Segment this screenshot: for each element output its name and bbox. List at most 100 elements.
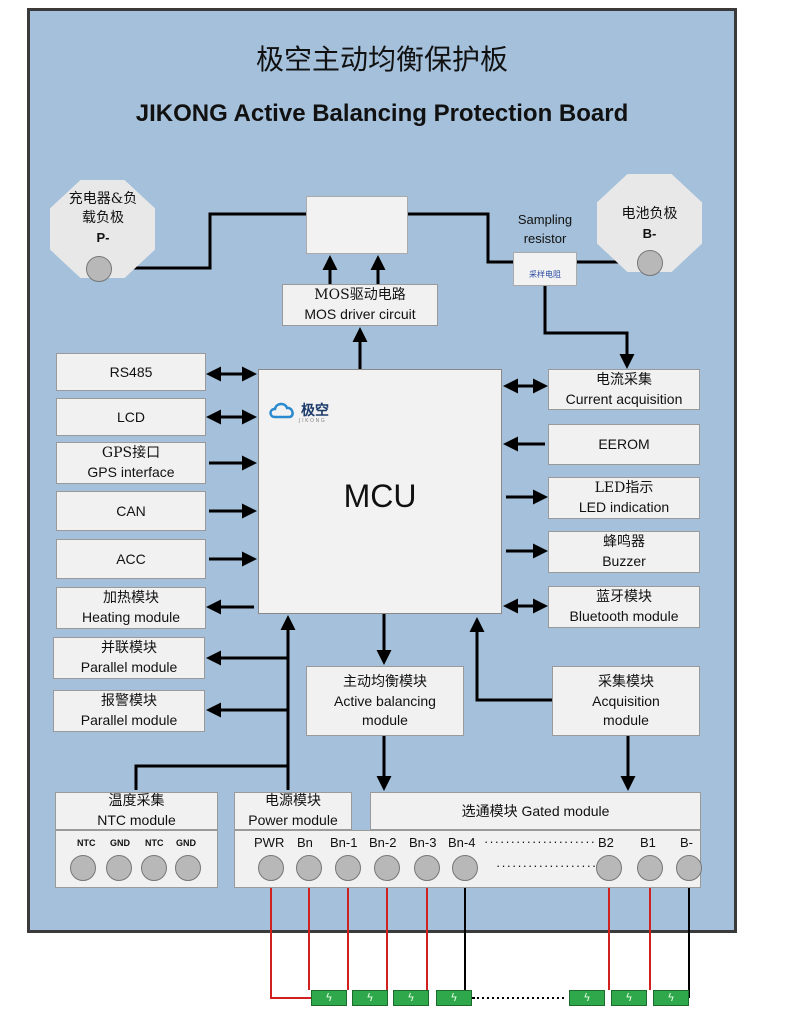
ntc-module: 温度采集 NTC module <box>55 792 218 830</box>
current-label-en: Current acquisition <box>565 390 683 407</box>
battery-cell-icon: ϟ <box>611 990 647 1006</box>
can-module: CAN <box>56 491 206 531</box>
mos-switch <box>306 196 408 254</box>
heating-label-en: Heating module <box>81 609 181 625</box>
battery-label-cn: 电池负极 <box>621 206 678 222</box>
mos-driver-cn: MOS驱动电路 <box>314 287 406 303</box>
can-label: CAN <box>116 502 146 519</box>
current-label-cn: 电流采集 <box>596 371 652 388</box>
heating-label-cn: 加热模块 <box>103 590 159 606</box>
power-label-cn: 电源模块 <box>265 793 321 809</box>
buzzer-label-en: Buzzer <box>602 553 646 569</box>
pin-b1-icon <box>637 855 663 881</box>
pin-bn-3-label: Bn-3 <box>409 835 437 850</box>
pin-bn-1-icon <box>335 855 361 881</box>
pin-bn-4-label: Bn-4 <box>448 835 476 850</box>
mcu: 极空 J I K O N G MCU <box>258 369 502 614</box>
parallel-module: 并联模块 Parallel module <box>53 637 205 679</box>
current-acquisition-module: 电流采集 Current acquisition <box>548 369 700 410</box>
alarm-label-cn: 报警模块 <box>101 693 157 709</box>
lcd-label: LCD <box>116 408 145 425</box>
pin-ellipsis-top: ····················· <box>484 834 596 849</box>
logo-subtext: J I K O N G <box>299 418 325 424</box>
charger-terminal-label: 充电器&负 载负极 P- <box>54 190 152 248</box>
battery-cell-icon: ϟ <box>393 990 429 1006</box>
alarm-module: 报警模块 Parallel module <box>53 690 205 732</box>
cloud-icon <box>269 402 294 419</box>
battery-cell-icon: ϟ <box>352 990 388 1006</box>
gnd-pin-2-icon <box>175 855 201 881</box>
ntc-pin-1-label: NTC <box>77 838 96 848</box>
pin-b2-icon <box>596 855 622 881</box>
power-label-en: Power module <box>248 812 338 828</box>
charger-label-en: P- <box>96 230 110 245</box>
eerom-module: EEROM <box>548 424 700 465</box>
led-indication-module: LED指示 LED indication <box>548 477 700 519</box>
sampling-line-2: resistor <box>523 231 567 246</box>
battery-cell-icon: ϟ <box>653 990 689 1006</box>
logo-text: 极空 <box>301 403 329 419</box>
buzzer-module: 蜂鸣器 Buzzer <box>548 531 700 573</box>
pin-bn-icon <box>296 855 322 881</box>
pin-ellipsis-bottom: ····················· <box>496 858 608 873</box>
battery-cell-icon: ϟ <box>436 990 472 1006</box>
pin-b-minus-label: B- <box>680 835 693 850</box>
pin-bn-1-label: Bn-1 <box>330 835 358 850</box>
bluetooth-label-en: Bluetooth module <box>569 608 679 624</box>
rs485-label: RS485 <box>109 363 153 380</box>
pin-bn-label: Bn <box>297 835 313 850</box>
active-balancing-cn: 主动均衡模块 <box>343 673 427 690</box>
gated-module: 选通模块 Gated module <box>370 792 701 830</box>
sampling-resistor: 采样电阻 <box>513 252 577 286</box>
pin-bn-2-label: Bn-2 <box>369 835 397 850</box>
heating-module: 加热模块 Heating module <box>56 587 206 629</box>
lcd-module: LCD <box>56 398 206 436</box>
gps-label-en: GPS interface <box>87 464 175 480</box>
jikong-logo: 极空 <box>267 400 329 420</box>
pin-pwr-icon <box>258 855 284 881</box>
title-chinese: 极空主动均衡保护板 <box>255 43 508 76</box>
battery-terminal-label: 电池负极 B- <box>597 205 702 244</box>
gnd-pin-1-label: GND <box>110 838 130 848</box>
eerom-label: EEROM <box>598 436 650 452</box>
mos-driver-en: MOS driver circuit <box>304 306 416 322</box>
active-balancing-en-2: module <box>362 711 408 728</box>
gnd-pin-1-icon <box>106 855 132 881</box>
sampling-line-1: Sampling <box>517 212 573 227</box>
title-english: JIKONG Active Balancing Protection Board <box>135 100 629 127</box>
gps-label-cn: GPS接口 <box>101 445 161 461</box>
pin-b-minus-icon <box>676 855 702 881</box>
wire-p-minus-to-mos <box>98 212 308 270</box>
alarm-label-en: Parallel module <box>80 712 178 728</box>
mos-driver-circuit: MOS驱动电路 MOS driver circuit <box>282 284 438 326</box>
bluetooth-module: 蓝牙模块 Bluetooth module <box>548 586 700 628</box>
acquisition-en-2: module <box>603 711 649 728</box>
gnd-pin-2-label: GND <box>176 838 196 848</box>
bluetooth-label-cn: 蓝牙模块 <box>596 589 652 605</box>
sampling-resistor-label: Sampling resistor <box>505 210 585 248</box>
gps-interface-module: GPS接口 GPS interface <box>56 442 206 484</box>
battery-cell-icon: ϟ <box>311 990 347 1006</box>
acc-label: ACC <box>116 550 146 567</box>
active-balancing-en-1: Active balancing <box>334 692 436 709</box>
ntc-label-en: NTC module <box>97 812 176 828</box>
pin-pwr-label: PWR <box>254 835 285 850</box>
battery-label-en: B- <box>642 226 657 241</box>
pin-b2-label: B2 <box>598 835 614 850</box>
parallel-label-cn: 并联模块 <box>101 640 157 656</box>
mcu-label: MCU <box>343 478 417 514</box>
gated-label: 选通模块 Gated module <box>461 802 610 819</box>
charger-label-cn-1: 充电器&负 <box>68 191 138 207</box>
pin-b1-label: B1 <box>640 835 656 850</box>
ntc-label-cn: 温度采集 <box>108 793 165 809</box>
active-balancing-module: 主动均衡模块 Active balancing module <box>306 666 464 736</box>
acc-module: ACC <box>56 539 206 579</box>
pin-bn-3-icon <box>414 855 440 881</box>
ntc-pin-2-icon <box>141 855 167 881</box>
buzzer-label-cn: 蜂鸣器 <box>603 534 645 550</box>
resistor-box-label: 采样电阻 <box>529 270 561 279</box>
ntc-pin-1-icon <box>70 855 96 881</box>
pin-bn-4-icon <box>452 855 478 881</box>
b-minus-terminal-icon <box>637 250 663 276</box>
